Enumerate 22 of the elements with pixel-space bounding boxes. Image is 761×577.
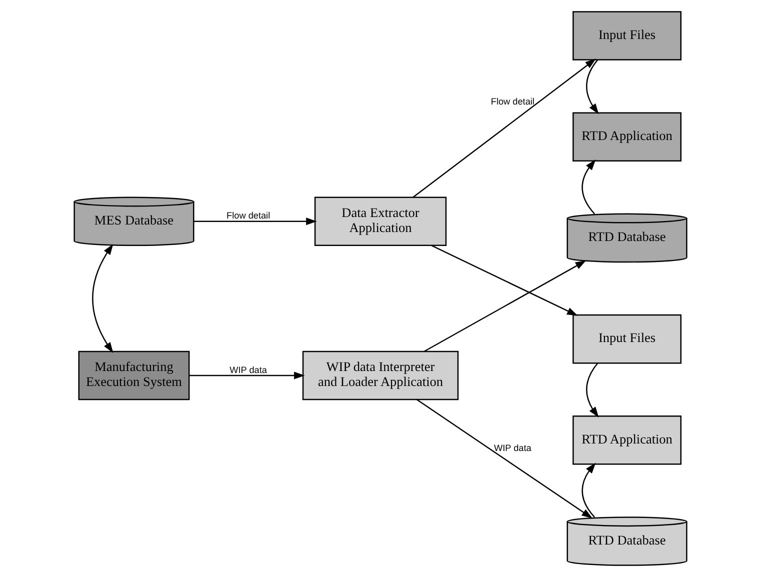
arrow [582, 159, 596, 214]
arrow [412, 58, 596, 198]
arrow [582, 462, 596, 518]
node-box: Data Extractor Application [314, 196, 447, 246]
edge-label: WIP data [494, 442, 532, 453]
node-box: RTD Application [572, 415, 682, 465]
edge-label: Flow detail [490, 96, 534, 106]
node-box: Input Files [572, 11, 682, 60]
edge-label: WIP data [230, 364, 267, 375]
arrow [586, 362, 599, 418]
arrow [189, 372, 305, 380]
arrow [194, 218, 317, 226]
arrow [431, 244, 578, 316]
arrow [424, 260, 586, 352]
node-box: WIP data Interpreter and Loader Application [302, 350, 459, 400]
edge-label: Flow detail [226, 210, 270, 221]
node-box: RTD Application [572, 112, 682, 162]
arrow [92, 244, 114, 353]
arrow [586, 59, 599, 114]
node-box: Manufacturing Execution System [78, 350, 190, 400]
arrow [416, 399, 592, 518]
node-box: Input Files [572, 314, 682, 364]
